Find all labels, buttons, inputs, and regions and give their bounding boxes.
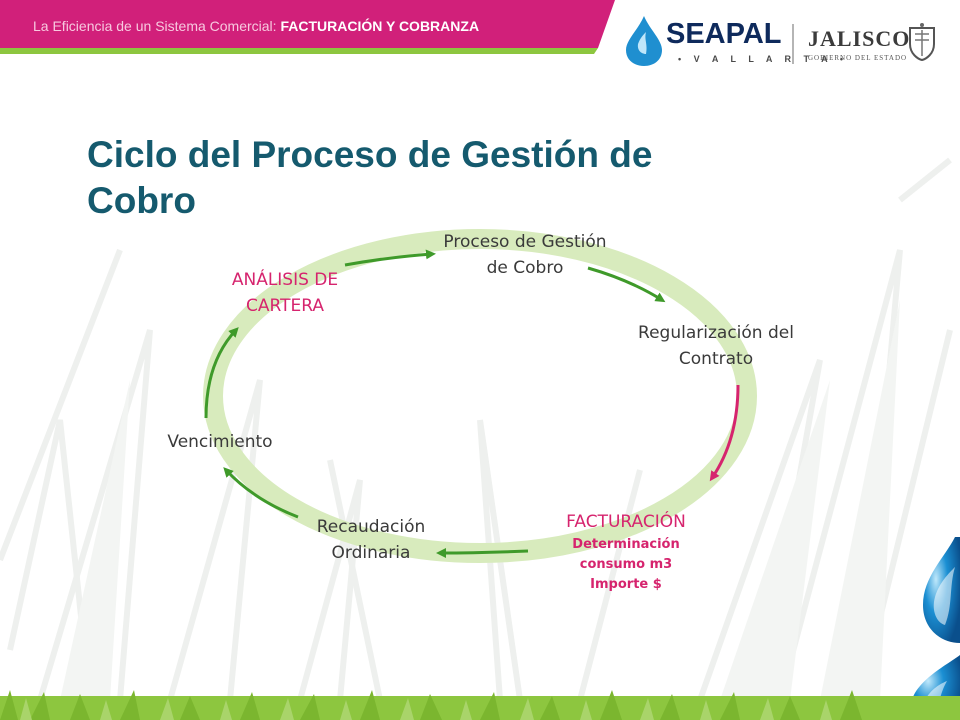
label-recaudacion-line-2: Ordinaria <box>331 543 411 563</box>
label-proceso-line-1: Proceso de Gestión <box>443 232 607 252</box>
label-regularizacion-line-1: Regularización del <box>638 323 794 343</box>
label-proceso-line-2: de Cobro <box>486 258 564 278</box>
label-facturacion-sub-3: Importe $ <box>590 577 662 592</box>
arrow-recaudacion-to-vencimiento <box>223 467 299 519</box>
label-proceso: Proceso de Gestión de Cobro <box>420 229 630 281</box>
vallarta-logo-text: • V A L L A R T A • <box>678 54 848 64</box>
header-highlight: FACTURACIÓN Y COBRANZA <box>280 18 480 34</box>
label-analisis-line-1: ANÁLISIS DE <box>231 270 339 290</box>
label-regularizacion: Regularización del Contrato <box>616 320 816 372</box>
logo-area: SEAPAL • V A L L A R T A • JALISCO GOBIE… <box>622 10 952 80</box>
arrow-facturacion-to-recaudacion <box>436 547 529 558</box>
label-analisis-line-2: CARTERA <box>246 296 324 316</box>
label-analisis: ANÁLISIS DE CARTERA <box>210 267 360 319</box>
seapal-logo-text: SEAPAL <box>666 18 782 50</box>
arrow-proceso-to-regularizacion <box>587 266 666 303</box>
gobierno-logo-text: GOBIERNO DEL ESTADO <box>808 54 908 62</box>
label-recaudacion-line-1: Recaudación <box>316 517 426 537</box>
label-facturacion-title: FACTURACIÓN <box>566 512 686 532</box>
title-line-1: Ciclo del Proceso de Gestión de <box>87 134 653 175</box>
header-text: La Eficiencia de un Sistema Comercial: F… <box>33 18 479 34</box>
label-recaudacion: Recaudación Ordinaria <box>296 514 446 566</box>
header-band <box>0 0 615 54</box>
label-vencimiento: Vencimiento <box>150 429 290 455</box>
slide-title: Ciclo del Proceso de Gestión de Cobro <box>87 132 787 224</box>
bottom-grass-band <box>0 690 960 720</box>
label-facturacion: FACTURACIÓN Determinación consumo m3 Imp… <box>536 509 716 595</box>
arrow-analisis-to-proceso <box>344 249 436 267</box>
label-facturacion-sub-2: consumo m3 <box>579 557 673 572</box>
arrow-vencimiento-to-analisis <box>204 327 239 419</box>
label-vencimiento-line-1: Vencimiento <box>167 432 273 452</box>
label-facturacion-sub-1: Determinación <box>572 537 680 552</box>
water-drop-logo-icon <box>626 16 662 66</box>
arrow-regularizacion-to-facturacion <box>709 384 740 482</box>
logo-divider <box>792 24 794 64</box>
label-regularizacion-line-2: Contrato <box>678 349 754 369</box>
jalisco-coat-of-arms-icon <box>909 23 935 62</box>
header-prefix: La Eficiencia de un Sistema Comercial: <box>33 18 277 34</box>
jalisco-logo-text: JALISCO <box>808 26 911 51</box>
title-line-2: Cobro <box>87 180 196 221</box>
